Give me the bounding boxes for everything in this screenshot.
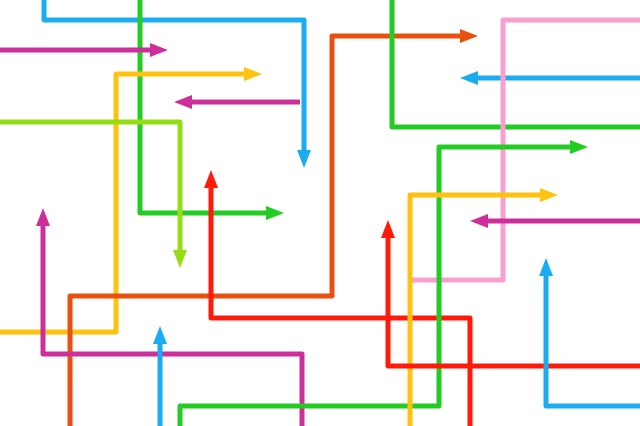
arrow-yellow-bottom-right <box>407 188 558 426</box>
arrow-magenta-short-left <box>174 95 300 109</box>
arrow-yellow-left-up-right <box>0 67 262 335</box>
arrowhead-green-bottom-right <box>570 140 588 154</box>
arrowhead-blue-top-down <box>297 150 311 168</box>
arrowhead-orange-long-route <box>460 29 478 43</box>
arrow-magenta-left-up <box>36 208 305 426</box>
arrow-lime-right-down <box>0 119 187 268</box>
arrow-blue-right-left <box>460 71 640 85</box>
arrowhead-magenta-right-left <box>470 214 488 228</box>
arrowhead-magenta-left-up <box>36 208 50 226</box>
arrow-green-right-bracket <box>389 0 640 130</box>
arrowhead-green-long-down-right <box>266 206 284 220</box>
arrow-line-magenta-left-up <box>40 224 305 426</box>
arrowhead-yellow-left-up-right <box>244 67 262 81</box>
arrow-line-blue-far-right-up <box>543 274 640 409</box>
arrow-line-green-right-bracket <box>389 0 640 130</box>
arrow-line-red-right-up <box>385 236 640 369</box>
arrow-blue-bottom-up <box>153 326 167 426</box>
arrow-line-red-center-up <box>208 186 473 426</box>
arrow-red-right-up <box>381 220 640 369</box>
arrowhead-magenta-short-left <box>174 95 192 109</box>
arrow-line-yellow-bottom-right <box>407 192 542 426</box>
arrow-magenta-right-left <box>470 214 640 228</box>
arrow-pink-hook <box>410 17 640 283</box>
arrow-line-pink-hook <box>410 17 640 283</box>
arrow-green-bottom-right <box>177 140 588 426</box>
arrowhead-lime-right-down <box>173 250 187 268</box>
arrow-green-long-down-right <box>137 0 284 220</box>
arrow-line-green-bottom-right <box>177 144 572 426</box>
arrow-blue-far-right-up <box>539 258 640 409</box>
arrow-line-orange-long-route <box>67 33 462 426</box>
arrowhead-blue-right-left <box>460 71 478 85</box>
arrow-line-green-long-down-right <box>137 0 268 216</box>
arrowhead-red-right-up <box>381 220 395 238</box>
arrow-line-yellow-left-up-right <box>0 71 246 335</box>
arrowhead-magenta-top-right <box>150 43 168 57</box>
arrow-line-blue-top-down <box>41 0 307 152</box>
arrow-red-center-up <box>204 170 473 426</box>
arrow-orange-long-route <box>67 29 478 426</box>
arrow-magenta-top-right <box>0 43 168 57</box>
arrow-line-lime-right-down <box>0 119 183 252</box>
arrowhead-blue-bottom-up <box>153 326 167 344</box>
arrowhead-red-center-up <box>204 170 218 188</box>
arrow-blue-top-down <box>41 0 311 168</box>
arrowhead-blue-far-right-up <box>539 258 553 276</box>
arrowhead-yellow-bottom-right <box>540 188 558 202</box>
